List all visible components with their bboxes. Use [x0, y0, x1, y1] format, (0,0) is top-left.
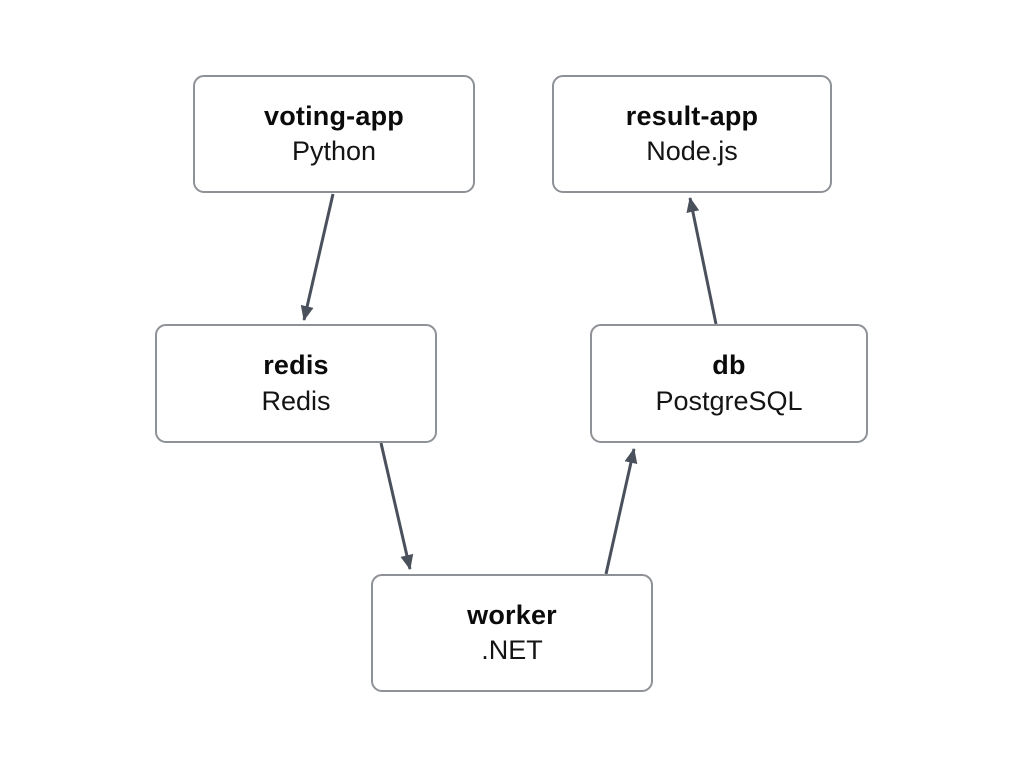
node-title: voting-app: [264, 100, 404, 131]
node-subtitle: .NET: [481, 635, 543, 665]
node-subtitle: Node.js: [646, 136, 738, 166]
edge-voting-app-to-redis: [300, 193, 335, 321]
node-subtitle: Redis: [261, 385, 331, 416]
node-title: redis: [263, 350, 329, 381]
node-worker: worker .NET: [371, 574, 653, 692]
edge-redis-to-worker: [379, 442, 414, 570]
node-title: db: [712, 350, 746, 381]
edge-worker-to-db: [604, 448, 638, 575]
node-subtitle: Python: [291, 136, 377, 166]
node-title: result-app: [625, 100, 759, 131]
node-title: worker: [467, 599, 557, 630]
node-subtitle: PostgreSQL: [655, 385, 803, 416]
edge-db-to-result-app: [686, 197, 718, 325]
